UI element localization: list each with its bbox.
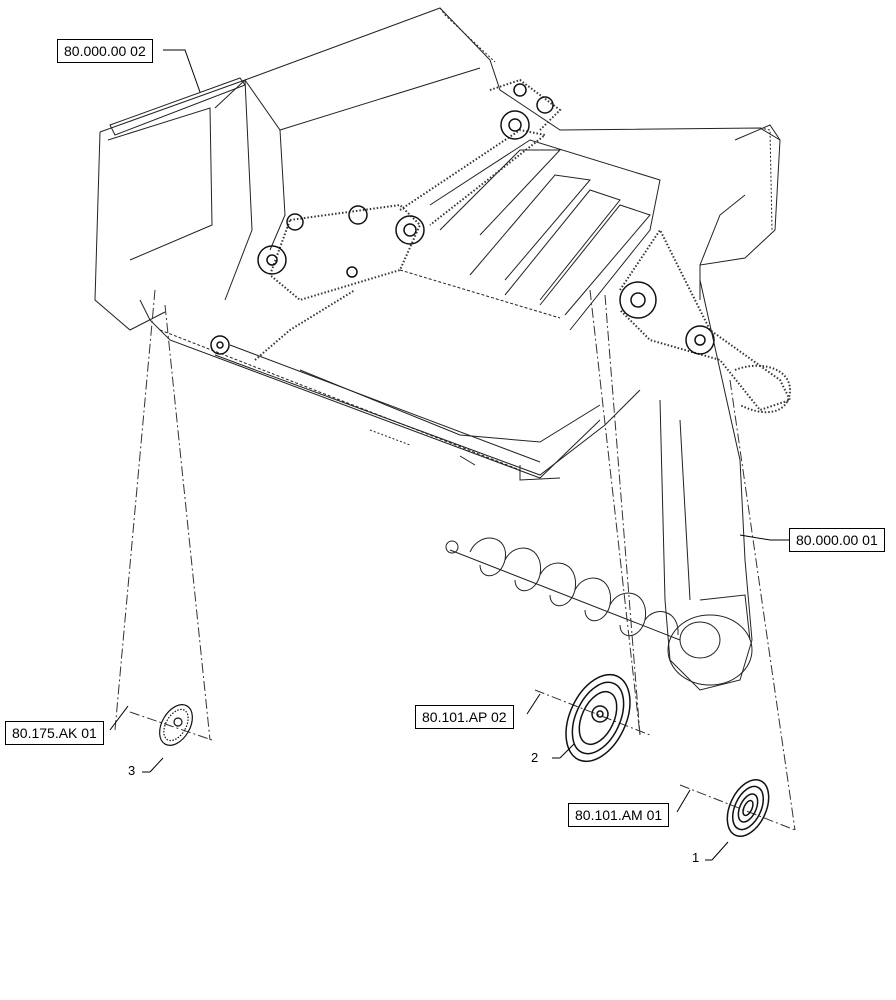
elevator-housing — [659, 279, 753, 691]
machine-housing — [94, 7, 781, 481]
ref-label-80-101-ap-02[interactable]: 80.101.AP 02 — [415, 705, 514, 729]
drive-belts — [254, 78, 792, 414]
part-2-pulley — [565, 673, 631, 763]
part-1-pulley — [726, 779, 770, 837]
item-number-3: 3 — [128, 763, 136, 778]
phantom-lines — [114, 289, 796, 831]
leader-lines — [109, 49, 790, 861]
ref-label-80-000-00-02[interactable]: 80.000.00 02 — [57, 39, 153, 63]
ref-label-80-175-ak-01[interactable]: 80.175.AK 01 — [5, 721, 104, 745]
ref-label-80-000-00-01[interactable]: 80.000.00 01 — [789, 528, 885, 552]
conveyor-slats — [399, 139, 661, 331]
item-number-1: 1 — [692, 850, 700, 865]
ref-label-80-101-am-01[interactable]: 80.101.AM 01 — [568, 803, 670, 827]
sprockets — [210, 83, 715, 355]
item-number-2: 2 — [531, 750, 539, 765]
part-3-sprocket — [159, 704, 193, 746]
auger-screw — [445, 537, 681, 641]
